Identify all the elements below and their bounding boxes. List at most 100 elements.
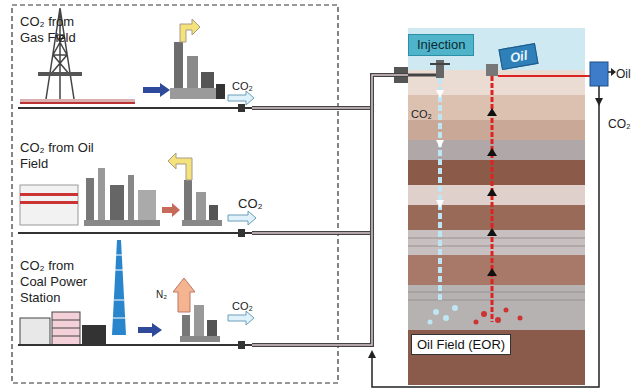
flowlines <box>368 62 616 387</box>
illustration-part <box>487 148 497 156</box>
injection-label: Injection <box>417 38 465 52</box>
illustration-part <box>238 104 245 112</box>
illustration-part <box>52 328 80 329</box>
illustration-part <box>408 205 585 230</box>
pipe-core <box>252 75 408 233</box>
illustration-part <box>228 211 256 225</box>
illustration-part <box>408 74 436 77</box>
illustration-part <box>438 78 442 302</box>
flow-label-holder: CO₂ <box>608 114 631 132</box>
pipe-core <box>252 75 408 108</box>
illustration-part <box>408 160 585 185</box>
illustration-part <box>20 185 78 225</box>
illustration-part <box>194 305 204 341</box>
flow-label: CO₂ <box>232 80 253 92</box>
source-plant: CO₂ from Coal Power Station <box>16 256 252 348</box>
illustration-part <box>138 323 162 337</box>
illustration-part <box>18 344 252 346</box>
illustration-part <box>18 232 252 234</box>
illustration-part <box>82 325 106 345</box>
illustration-part <box>436 200 444 208</box>
illustration-part <box>487 108 497 116</box>
flow-label-holder: N₂ <box>156 284 167 302</box>
illustration-part <box>228 311 254 325</box>
injection-tag: Injection <box>408 34 474 56</box>
illustration-part <box>184 180 192 226</box>
pipe-wall <box>252 75 408 233</box>
illustration-part <box>182 220 222 226</box>
flow-label: CO₂ <box>411 108 432 120</box>
flow-label: CO₂ <box>232 300 253 312</box>
illustration-part <box>430 63 450 65</box>
illustration-part <box>84 220 160 226</box>
pipe-wall <box>252 75 408 108</box>
flow-label: Oil <box>616 67 631 81</box>
source-label: CO₂ from Gas Field <box>16 12 94 46</box>
illustration-part <box>408 238 585 300</box>
illustration-part <box>408 330 585 385</box>
co2-pipeline <box>252 75 408 108</box>
source-plant: CO₂ from Oil Field <box>16 138 252 236</box>
flow-label: CO₂ <box>608 117 631 131</box>
illustration-part <box>52 336 80 337</box>
co2-pipeline <box>252 75 408 345</box>
illustration-part <box>436 90 444 98</box>
illustration-part <box>52 312 80 345</box>
illustration-part <box>20 193 78 196</box>
illustration-part <box>38 72 82 76</box>
illustration-part <box>408 140 585 160</box>
illustration-part <box>20 201 78 204</box>
illustration-part <box>238 341 245 349</box>
oil-field-section: Oil Field (EOR)InjectionOil <box>408 28 585 385</box>
illustration-part <box>611 68 616 76</box>
illustration-part <box>436 60 444 78</box>
illustration-part <box>436 140 444 148</box>
pipe-core <box>252 75 408 345</box>
oil-field-source-illustration <box>18 153 256 237</box>
illustration-part <box>504 308 509 313</box>
illustration-part <box>486 64 498 76</box>
illustration-part <box>481 311 487 317</box>
illustration-part <box>143 83 170 97</box>
illustration-part <box>128 175 134 226</box>
illustration-part <box>590 62 608 86</box>
illustration-part <box>216 84 225 99</box>
illustration-part <box>173 278 195 312</box>
oil-tag: Oil <box>498 43 538 70</box>
illustration-part <box>408 95 585 120</box>
pipe-wall <box>252 75 408 345</box>
flow-label: N₂ <box>156 289 167 300</box>
illustration-part <box>487 268 497 276</box>
co2-pipeline <box>252 75 408 233</box>
illustration-part <box>168 153 192 180</box>
illustration-part <box>474 320 479 325</box>
illustration-part <box>433 309 439 315</box>
illustration-part <box>452 305 458 311</box>
illustration-part <box>595 98 603 106</box>
illustration-part <box>52 320 80 321</box>
flow-label-holder: CO₂ <box>411 104 432 122</box>
illustration-part <box>408 230 585 255</box>
illustration-part <box>498 75 590 77</box>
illustration-part <box>487 228 497 236</box>
flow-label: CO₂ <box>238 196 263 211</box>
oil-field-cross-section <box>408 28 585 385</box>
illustration-part <box>86 178 94 226</box>
illustration-part <box>180 19 200 42</box>
flow-label-holder: CO₂ <box>238 194 263 212</box>
illustration-part <box>238 229 245 237</box>
illustration-part <box>487 188 497 196</box>
source-label: CO₂ from Coal Power Station <box>16 256 94 306</box>
source-label: CO₂ from Oil Field <box>16 138 94 172</box>
illustration-part <box>170 88 216 99</box>
illustration-part <box>20 318 50 345</box>
illustration-part <box>112 240 126 335</box>
illustration-part <box>408 120 585 140</box>
flow-label-holder: CO₂ <box>232 76 253 94</box>
illustration-part <box>162 203 180 217</box>
illustration-part <box>228 91 254 105</box>
illustration-part <box>98 168 105 226</box>
